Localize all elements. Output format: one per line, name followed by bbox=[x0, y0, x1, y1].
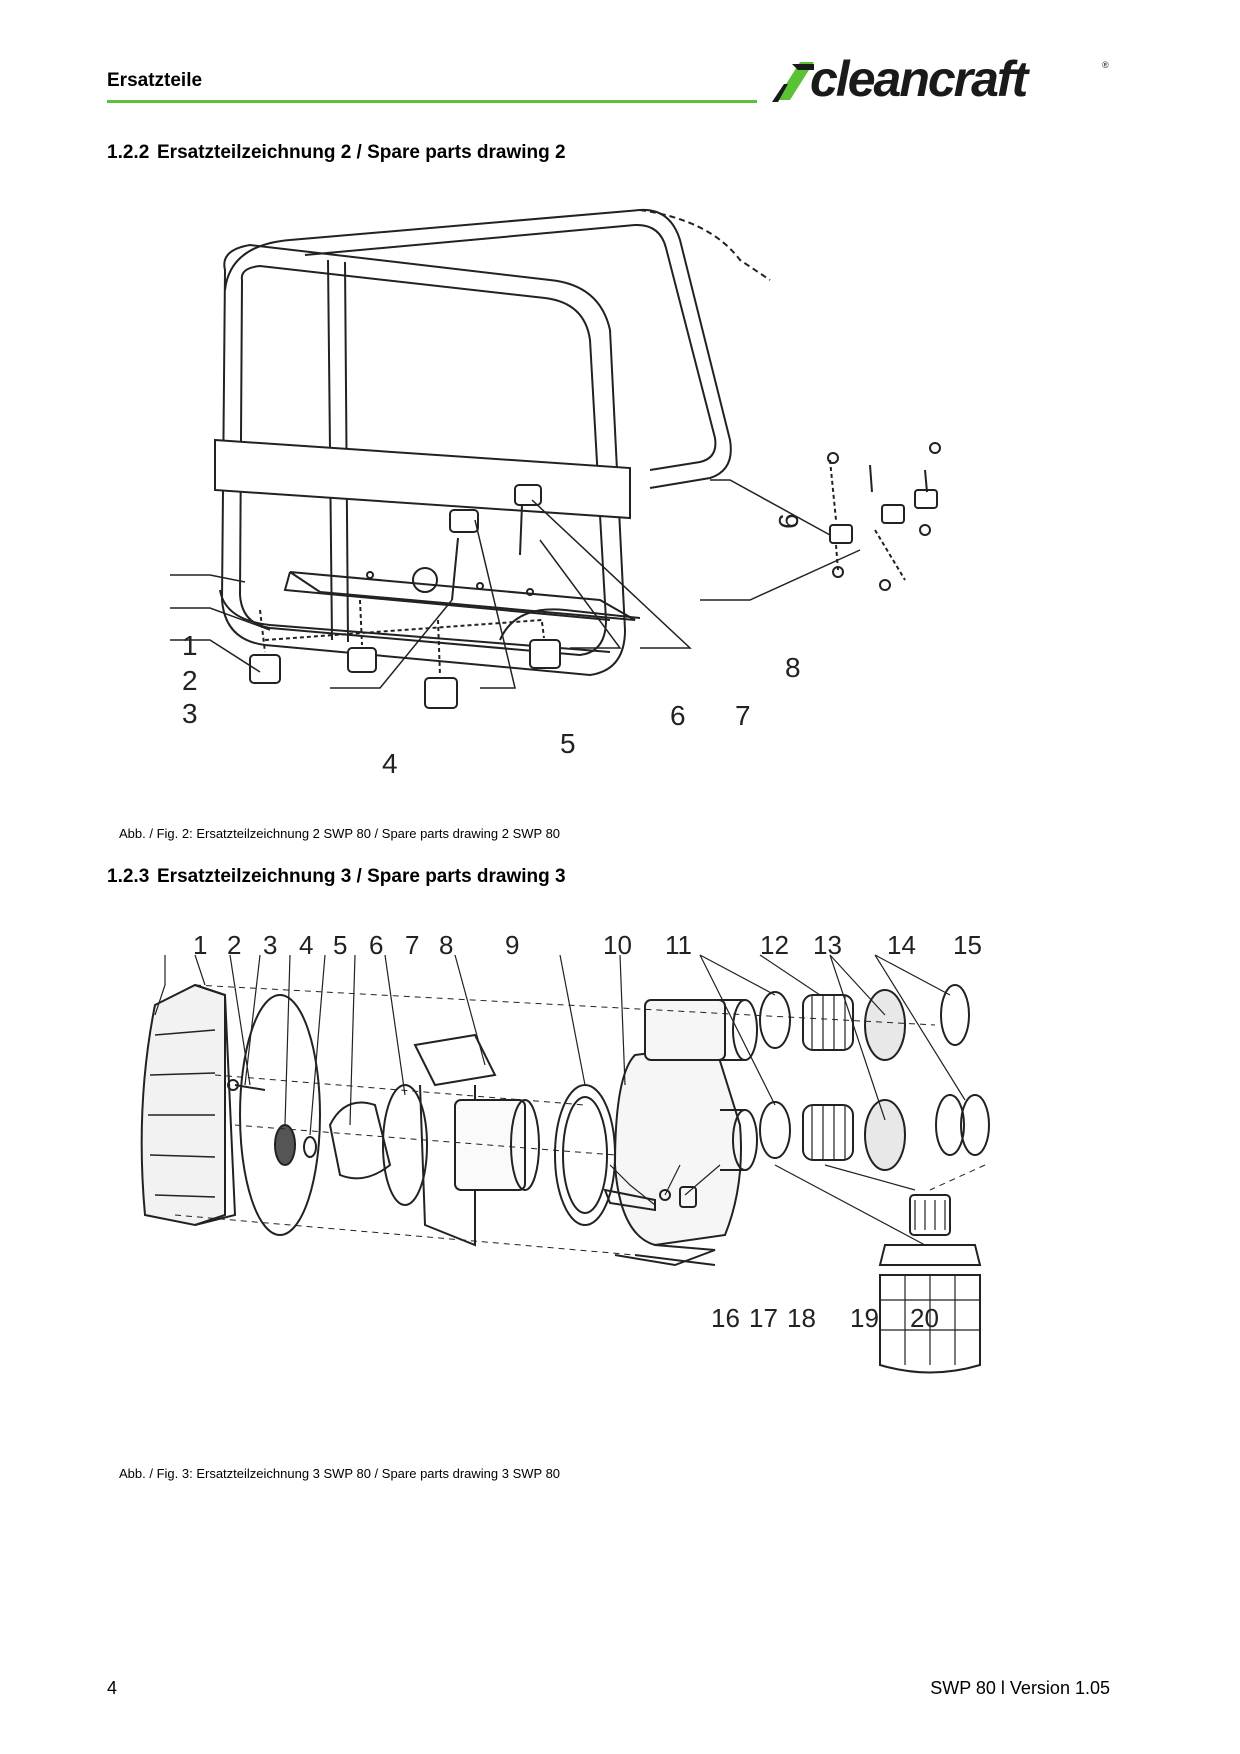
cleancraft-logo: cleancraft ® bbox=[770, 51, 1110, 107]
callout-label: 12 bbox=[760, 930, 789, 960]
callout-label: 7 bbox=[735, 700, 751, 731]
callout-label: 17 bbox=[749, 1303, 778, 1333]
callout-label: 9 bbox=[505, 930, 520, 960]
drawing-3-callouts: 1 2 3 4 5 6 7 8 9 10 11 12 13 14 15 16 1… bbox=[115, 925, 1115, 1445]
callout-label: 18 bbox=[787, 1303, 816, 1333]
callout-label: 15 bbox=[953, 930, 982, 960]
callout-label: 1 bbox=[193, 930, 208, 960]
section-title: Ersatzteilzeichnung 2 / Spare parts draw… bbox=[157, 142, 566, 163]
callout-label: 4 bbox=[299, 930, 314, 960]
spare-parts-drawing-3 bbox=[140, 954, 990, 1374]
header-title: Ersatzteile bbox=[107, 70, 203, 91]
section-number: 1.2.3 bbox=[107, 866, 150, 887]
callout-label: 3 bbox=[263, 930, 278, 960]
callout-label: 8 bbox=[785, 652, 801, 683]
page-number: 4 bbox=[107, 1678, 118, 1698]
callout-label: 2 bbox=[227, 930, 242, 960]
callout-label: 6 bbox=[670, 700, 686, 731]
figure-3-caption: Abb. / Fig. 3: Ersatzteilzeichnung 3 SWP… bbox=[119, 1466, 561, 1481]
callout-label: 9 bbox=[772, 513, 804, 529]
callout-label: 19 bbox=[850, 1303, 879, 1333]
logo-text: cleancraft bbox=[810, 51, 1028, 107]
callout-label: 7 bbox=[405, 930, 420, 960]
callout-label: 1 bbox=[182, 630, 198, 661]
section-number: 1.2.2 bbox=[107, 142, 150, 163]
section-title: Ersatzteilzeichnung 3 / Spare parts draw… bbox=[157, 866, 566, 887]
callout-label: 14 bbox=[887, 930, 916, 960]
callout-label: 11 bbox=[665, 930, 692, 960]
spare-parts-drawing-2 bbox=[170, 208, 941, 709]
rubber-mount-group bbox=[249, 484, 561, 709]
section-heading-3: 1.2.3 Ersatzteilzeichnung 3 / Spare parts… bbox=[107, 866, 566, 888]
header-rule bbox=[107, 100, 757, 103]
callout-label: 4 bbox=[382, 748, 398, 779]
callout-label: 2 bbox=[182, 665, 198, 696]
drawing-2-callouts: 1 2 3 4 5 6 7 8 9 bbox=[170, 200, 1090, 820]
callout-label: 5 bbox=[333, 930, 348, 960]
callout-label: 3 bbox=[182, 698, 198, 729]
figure-2-caption: Abb. / Fig. 2: Ersatzteilzeichnung 2 SWP… bbox=[119, 826, 561, 841]
callout-label: 10 bbox=[603, 930, 632, 960]
callout-label: 16 bbox=[711, 1303, 740, 1333]
callout-label: 8 bbox=[439, 930, 454, 960]
section-heading-2: 1.2.2 Ersatzteilzeichnung 2 / Spare parts… bbox=[107, 142, 566, 164]
mount-detail-set bbox=[827, 442, 941, 591]
document-version: SWP 80 l Version 1.05 bbox=[930, 1678, 1110, 1698]
callout-label: 5 bbox=[560, 728, 576, 759]
callout-label: 20 bbox=[910, 1303, 939, 1333]
logo-mark-icon bbox=[772, 62, 814, 102]
callout-label: 6 bbox=[369, 930, 384, 960]
callout-label: 13 bbox=[813, 930, 842, 960]
logo-registered-mark: ® bbox=[1102, 60, 1109, 70]
